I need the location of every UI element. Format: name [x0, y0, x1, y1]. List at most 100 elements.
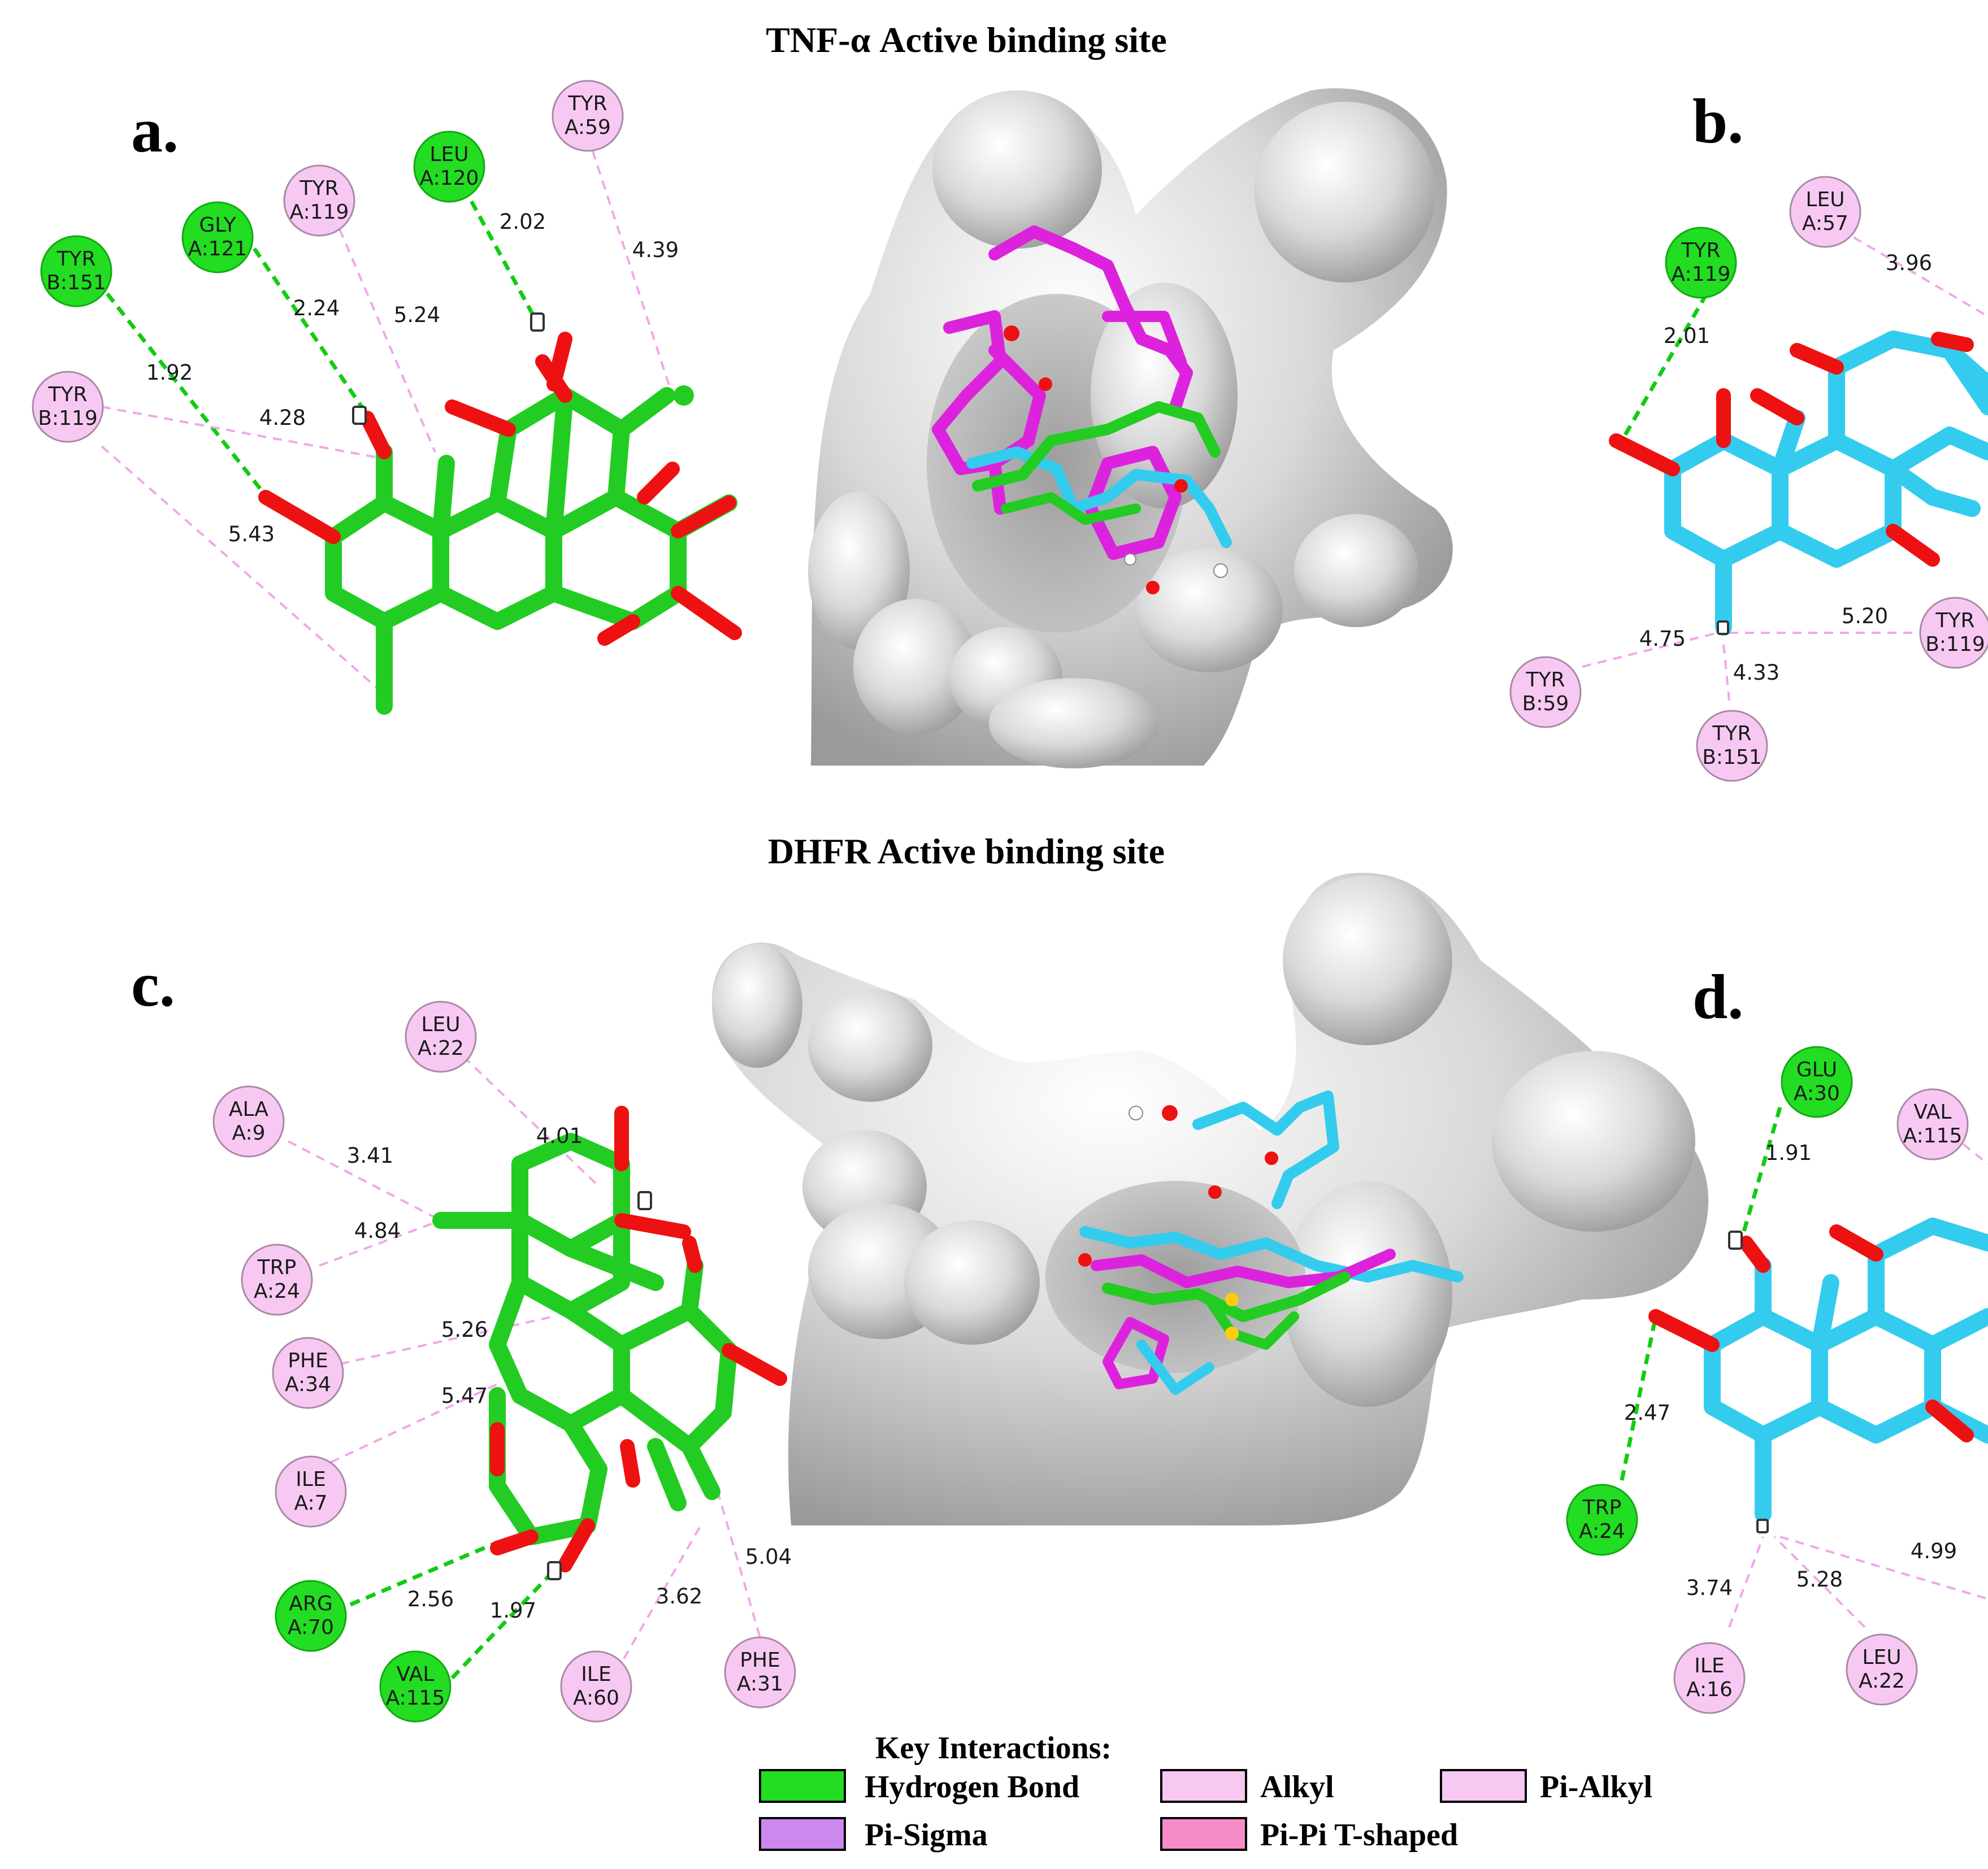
ligand-overlay-dhfr: [1078, 1090, 1464, 1395]
svg-text:LEU: LEU: [1862, 1646, 1901, 1669]
legend-item-pi-alkyl: Pi-Alkyl: [1440, 1769, 1652, 1805]
interaction-line: [253, 247, 363, 408]
svg-text:A:9: A:9: [232, 1122, 265, 1145]
svg-text:TYR: TYR: [1681, 239, 1721, 262]
legend-item-pi-pi-t-shaped: Pi-Pi T-shaped: [1160, 1817, 1458, 1853]
legend-item-pi-sigma: Pi-Sigma: [759, 1817, 988, 1853]
interaction-line: [1852, 236, 1988, 318]
svg-text:ILE: ILE: [1694, 1654, 1724, 1677]
svg-text:A:7: A:7: [294, 1492, 327, 1515]
svg-text:TYR: TYR: [57, 247, 96, 271]
interaction-line: [349, 1540, 498, 1607]
distance-label: 3.74: [1686, 1576, 1733, 1600]
residue-leu-a57: LEU A:57: [1789, 176, 1861, 248]
residue-ala-a9: ALA A:9: [212, 1085, 285, 1158]
residue-val-a115: VAL A:115: [379, 1650, 452, 1723]
svg-text:A:119: A:119: [290, 201, 349, 224]
svg-text:A:24: A:24: [254, 1280, 300, 1303]
svg-text:A:22: A:22: [418, 1037, 464, 1060]
distance-label: 1.97: [490, 1598, 536, 1623]
residue-tyr-b151: TYR B:151: [1696, 710, 1768, 782]
svg-text:TYR: TYR: [48, 383, 88, 406]
distance-label: 5.24: [394, 303, 440, 327]
interaction-line: [615, 1525, 702, 1673]
interaction-line: [288, 1140, 441, 1222]
svg-text:A:34: A:34: [285, 1373, 331, 1396]
distance-label: 3.62: [656, 1584, 702, 1609]
legend-item-hydrogen-bond: Hydrogen Bond: [759, 1769, 1079, 1805]
residue-val-a115: VAL A:115: [1896, 1088, 1969, 1160]
svg-text:A:115: A:115: [1903, 1124, 1963, 1148]
distance-label: 5.43: [228, 522, 275, 546]
interaction-line: [1773, 1536, 1866, 1628]
interaction-line: [1620, 1316, 1658, 1481]
ligand-d: [1704, 1218, 1988, 1523]
interaction-line: [1582, 632, 1718, 668]
ligand-overlay-tnf: [932, 225, 1232, 594]
residue-tyr-a119: TYR A:119: [1665, 227, 1737, 299]
residue-phe-a34: PHE A:34: [272, 1337, 344, 1409]
svg-text:A:59: A:59: [565, 116, 611, 139]
panel-c: LEU A:22 ALA A:9 TRP A:24 PHE A:34 ILE A…: [212, 1001, 796, 1723]
svg-text:ALA: ALA: [229, 1098, 269, 1121]
legend-title: Key Interactions:: [875, 1731, 1112, 1766]
panel-label-c: c.: [131, 950, 175, 1020]
distance-label: 4.75: [1639, 627, 1686, 651]
distance-label: 2.47: [1624, 1401, 1670, 1425]
distance-label: 4.99: [1911, 1539, 1957, 1563]
residue-leu-a22: LEU A:22: [1846, 1633, 1918, 1706]
protein-surface-tnf: [808, 88, 1453, 768]
residue-tyr-a59: TYR A:59: [552, 80, 624, 152]
oxygen-atoms-b: [1609, 332, 1974, 635]
residue-tyr-b59: TYR B:59: [1509, 656, 1582, 728]
interaction-line: [1937, 1123, 1988, 1165]
oxygen-atoms-a: [258, 312, 742, 646]
distance-label: 4.33: [1733, 660, 1779, 685]
distance-label: 2.02: [500, 210, 546, 234]
distance-label: 4.28: [259, 406, 306, 430]
distance-label: 5.47: [441, 1384, 488, 1408]
svg-text:A:115: A:115: [386, 1687, 445, 1710]
svg-text:B:119: B:119: [1925, 633, 1985, 656]
residue-tyr-b119: TYR B:119: [32, 371, 104, 443]
interaction-line: [101, 406, 379, 459]
distance-label: 2.24: [293, 296, 340, 320]
interaction-line: [1728, 1536, 1764, 1628]
residue-ile-a60: ILE A:60: [560, 1650, 632, 1723]
svg-text:A:70: A:70: [288, 1616, 334, 1639]
residue-trp-a24: TRP A:24: [241, 1244, 313, 1316]
distance-label: 2.01: [1664, 324, 1710, 348]
svg-text:TYR: TYR: [568, 92, 607, 115]
ligand-b: [1664, 331, 1988, 636]
svg-text:TYR: TYR: [1712, 722, 1752, 745]
svg-text:PHE: PHE: [740, 1649, 780, 1672]
svg-text:A:121: A:121: [188, 237, 248, 260]
svg-text:B:59: B:59: [1522, 692, 1569, 715]
svg-text:Alkyl: Alkyl: [1260, 1770, 1334, 1805]
oxygen-atoms-d: [1648, 1224, 1974, 1533]
svg-text:Pi-Pi T-shaped: Pi-Pi T-shaped: [1260, 1818, 1458, 1853]
panel-label-b: b.: [1692, 86, 1743, 157]
interaction-line: [461, 185, 539, 323]
oxygen-atoms-c: [490, 1106, 787, 1580]
title-dhfr: DHFR Active binding site: [768, 831, 1165, 871]
interaction-line: [587, 135, 674, 396]
svg-text:TRP: TRP: [257, 1256, 297, 1279]
svg-text:A:22: A:22: [1859, 1670, 1905, 1693]
residue-tyr-b151: TYR B:151: [40, 235, 112, 307]
residue-tyr-a119: TYR A:119: [283, 164, 355, 237]
residue-leu-a120: LEU A:120: [413, 131, 485, 203]
svg-text:ILE: ILE: [296, 1468, 325, 1491]
interaction-line: [1722, 644, 1730, 701]
protein-surface-dhfr: [712, 872, 1709, 1525]
interaction-line: [324, 1315, 554, 1368]
svg-text:GLY: GLY: [199, 214, 236, 237]
svg-text:Pi-Alkyl: Pi-Alkyl: [1540, 1770, 1652, 1805]
interaction-line: [1779, 1536, 1988, 1600]
residue-trp-a24: TRP A:24: [1566, 1484, 1638, 1556]
ligand-c: [432, 1133, 737, 1545]
distance-label: 4.84: [354, 1219, 401, 1243]
svg-text:ILE: ILE: [581, 1663, 611, 1686]
distance-label: 3.41: [347, 1144, 393, 1168]
